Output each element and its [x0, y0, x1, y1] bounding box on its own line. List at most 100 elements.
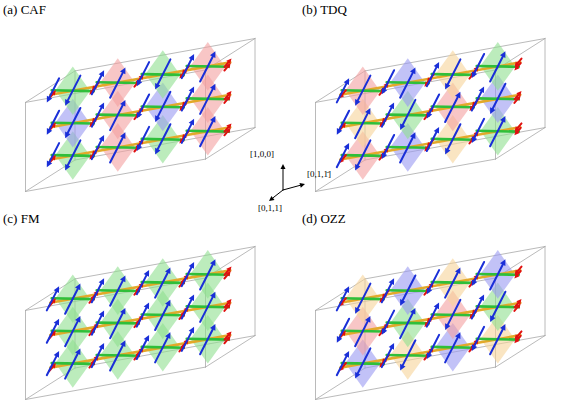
spin-arrow-head — [226, 303, 231, 308]
axis-label: [0,1,1] — [258, 204, 282, 214]
spin-arrow-head — [427, 112, 432, 119]
spin-arrow-shaft — [65, 321, 78, 346]
spin-arrow-head — [500, 259, 505, 266]
spin-arrow-head — [472, 71, 477, 78]
spin-arrow-head — [400, 299, 405, 306]
spin-arrow-head — [75, 316, 80, 323]
spin-arrow-shaft — [110, 281, 123, 306]
spin-arrow-head — [54, 319, 59, 326]
spin-arrow-shaft — [475, 119, 485, 138]
spin-arrow-shaft — [475, 54, 485, 73]
spin-arrow-head — [99, 135, 104, 142]
spin-arrow-head — [516, 91, 521, 96]
spin-arrow-head — [165, 267, 170, 274]
spin-arrow-shaft — [224, 307, 227, 311]
spin-arrow-head — [226, 123, 231, 128]
spin-arrow-shaft — [182, 267, 192, 286]
spin-arrow-head — [137, 80, 142, 87]
spin-arrow-shaft — [518, 271, 521, 275]
spin-arrow-head — [137, 144, 142, 151]
spin-arrow-shaft — [47, 292, 57, 311]
spin-arrow-shaft — [92, 140, 102, 159]
spin-arrow-shaft — [355, 113, 368, 138]
spin-arrow-shaft — [158, 92, 171, 117]
spin-arrow-shaft — [224, 67, 227, 71]
spin-arrow-head — [189, 119, 194, 126]
spin-arrow-head — [500, 324, 505, 331]
box-edge — [545, 247, 546, 336]
spin-arrow-shaft — [155, 305, 168, 330]
spin-arrow-head — [210, 324, 215, 331]
spin-arrow-head — [382, 152, 387, 159]
spin-arrow-head — [427, 288, 432, 295]
spin-arrow-head — [455, 92, 460, 99]
spin-arrow-shaft — [140, 127, 150, 146]
spin-arrow-shaft — [493, 292, 506, 317]
spin-arrow-shaft — [137, 308, 147, 327]
spin-arrow-shaft — [137, 275, 147, 294]
spin-arrow-head — [226, 267, 231, 272]
spin-arrow-head — [389, 103, 394, 110]
spin-arrow-shaft — [182, 59, 192, 78]
spin-arrow-head — [337, 128, 342, 135]
spin-arrow-head — [226, 331, 231, 336]
spin-arrow-head — [515, 126, 520, 131]
spin-arrow-shaft — [140, 95, 150, 114]
spin-arrow-head — [226, 95, 231, 100]
spin-arrow-shaft — [382, 284, 392, 303]
axis-label: [1,0,0] — [250, 150, 274, 160]
spin-arrow-head — [455, 332, 460, 339]
spin-arrow-shaft — [358, 348, 371, 373]
spin-arrow-head — [210, 51, 215, 58]
spin-arrow-head — [144, 335, 149, 342]
axis-arrow-shaft — [273, 190, 283, 198]
spin-arrow-head — [472, 344, 477, 351]
spin-arrow-shaft — [110, 313, 123, 338]
spin-arrow-shaft — [358, 140, 371, 165]
spin-arrow-shaft — [68, 140, 81, 165]
spin-arrow-head — [165, 300, 170, 307]
yellow-bond — [340, 127, 520, 159]
yellow-bond — [340, 270, 520, 302]
spin-arrow-shaft — [224, 340, 227, 344]
spin-arrow-shaft — [137, 340, 147, 359]
spin-arrow-shaft — [50, 78, 60, 97]
spin-arrow-head — [99, 311, 104, 318]
yellow-bond — [340, 335, 520, 368]
spin-arrow-head — [226, 128, 231, 133]
spin-arrow-head — [472, 136, 477, 143]
spin-arrow-head — [99, 278, 104, 285]
spin-arrow-head — [137, 112, 142, 119]
spin-arrow-head — [427, 352, 432, 359]
yellow-bond — [50, 335, 230, 368]
spin-arrow-head — [455, 267, 460, 274]
spin-arrow-head — [490, 315, 495, 322]
spin-arrow-shaft — [337, 356, 347, 375]
spin-arrow-head — [155, 115, 160, 122]
spin-arrow-head — [165, 332, 170, 339]
yellow-bond — [340, 303, 520, 335]
spin-arrow-head — [226, 336, 231, 341]
spin-arrow-shaft — [518, 336, 521, 340]
spin-arrow-shaft — [427, 308, 437, 327]
spin-arrow-head — [516, 303, 521, 308]
axis-arrow-head — [281, 164, 286, 169]
axis-arrow-shaft — [283, 185, 300, 190]
spin-arrow-shaft — [340, 319, 350, 338]
spin-arrow-shaft — [403, 100, 416, 125]
axis-arrow-head — [269, 196, 275, 201]
spin-arrow-shaft — [427, 67, 437, 86]
spin-arrow-shaft — [472, 92, 482, 111]
yellow-bond — [50, 303, 230, 335]
spin-arrow-shaft — [68, 108, 81, 133]
spin-arrow-shaft — [382, 348, 392, 367]
spin-arrow-shaft — [518, 128, 521, 132]
spin-arrow-shaft — [385, 135, 395, 154]
spin-arrow-shaft — [475, 327, 485, 346]
spin-arrow-shaft — [158, 124, 171, 149]
spin-arrow-head — [226, 91, 231, 96]
spin-arrow-head — [337, 336, 342, 343]
spin-arrow-shaft — [493, 84, 506, 109]
